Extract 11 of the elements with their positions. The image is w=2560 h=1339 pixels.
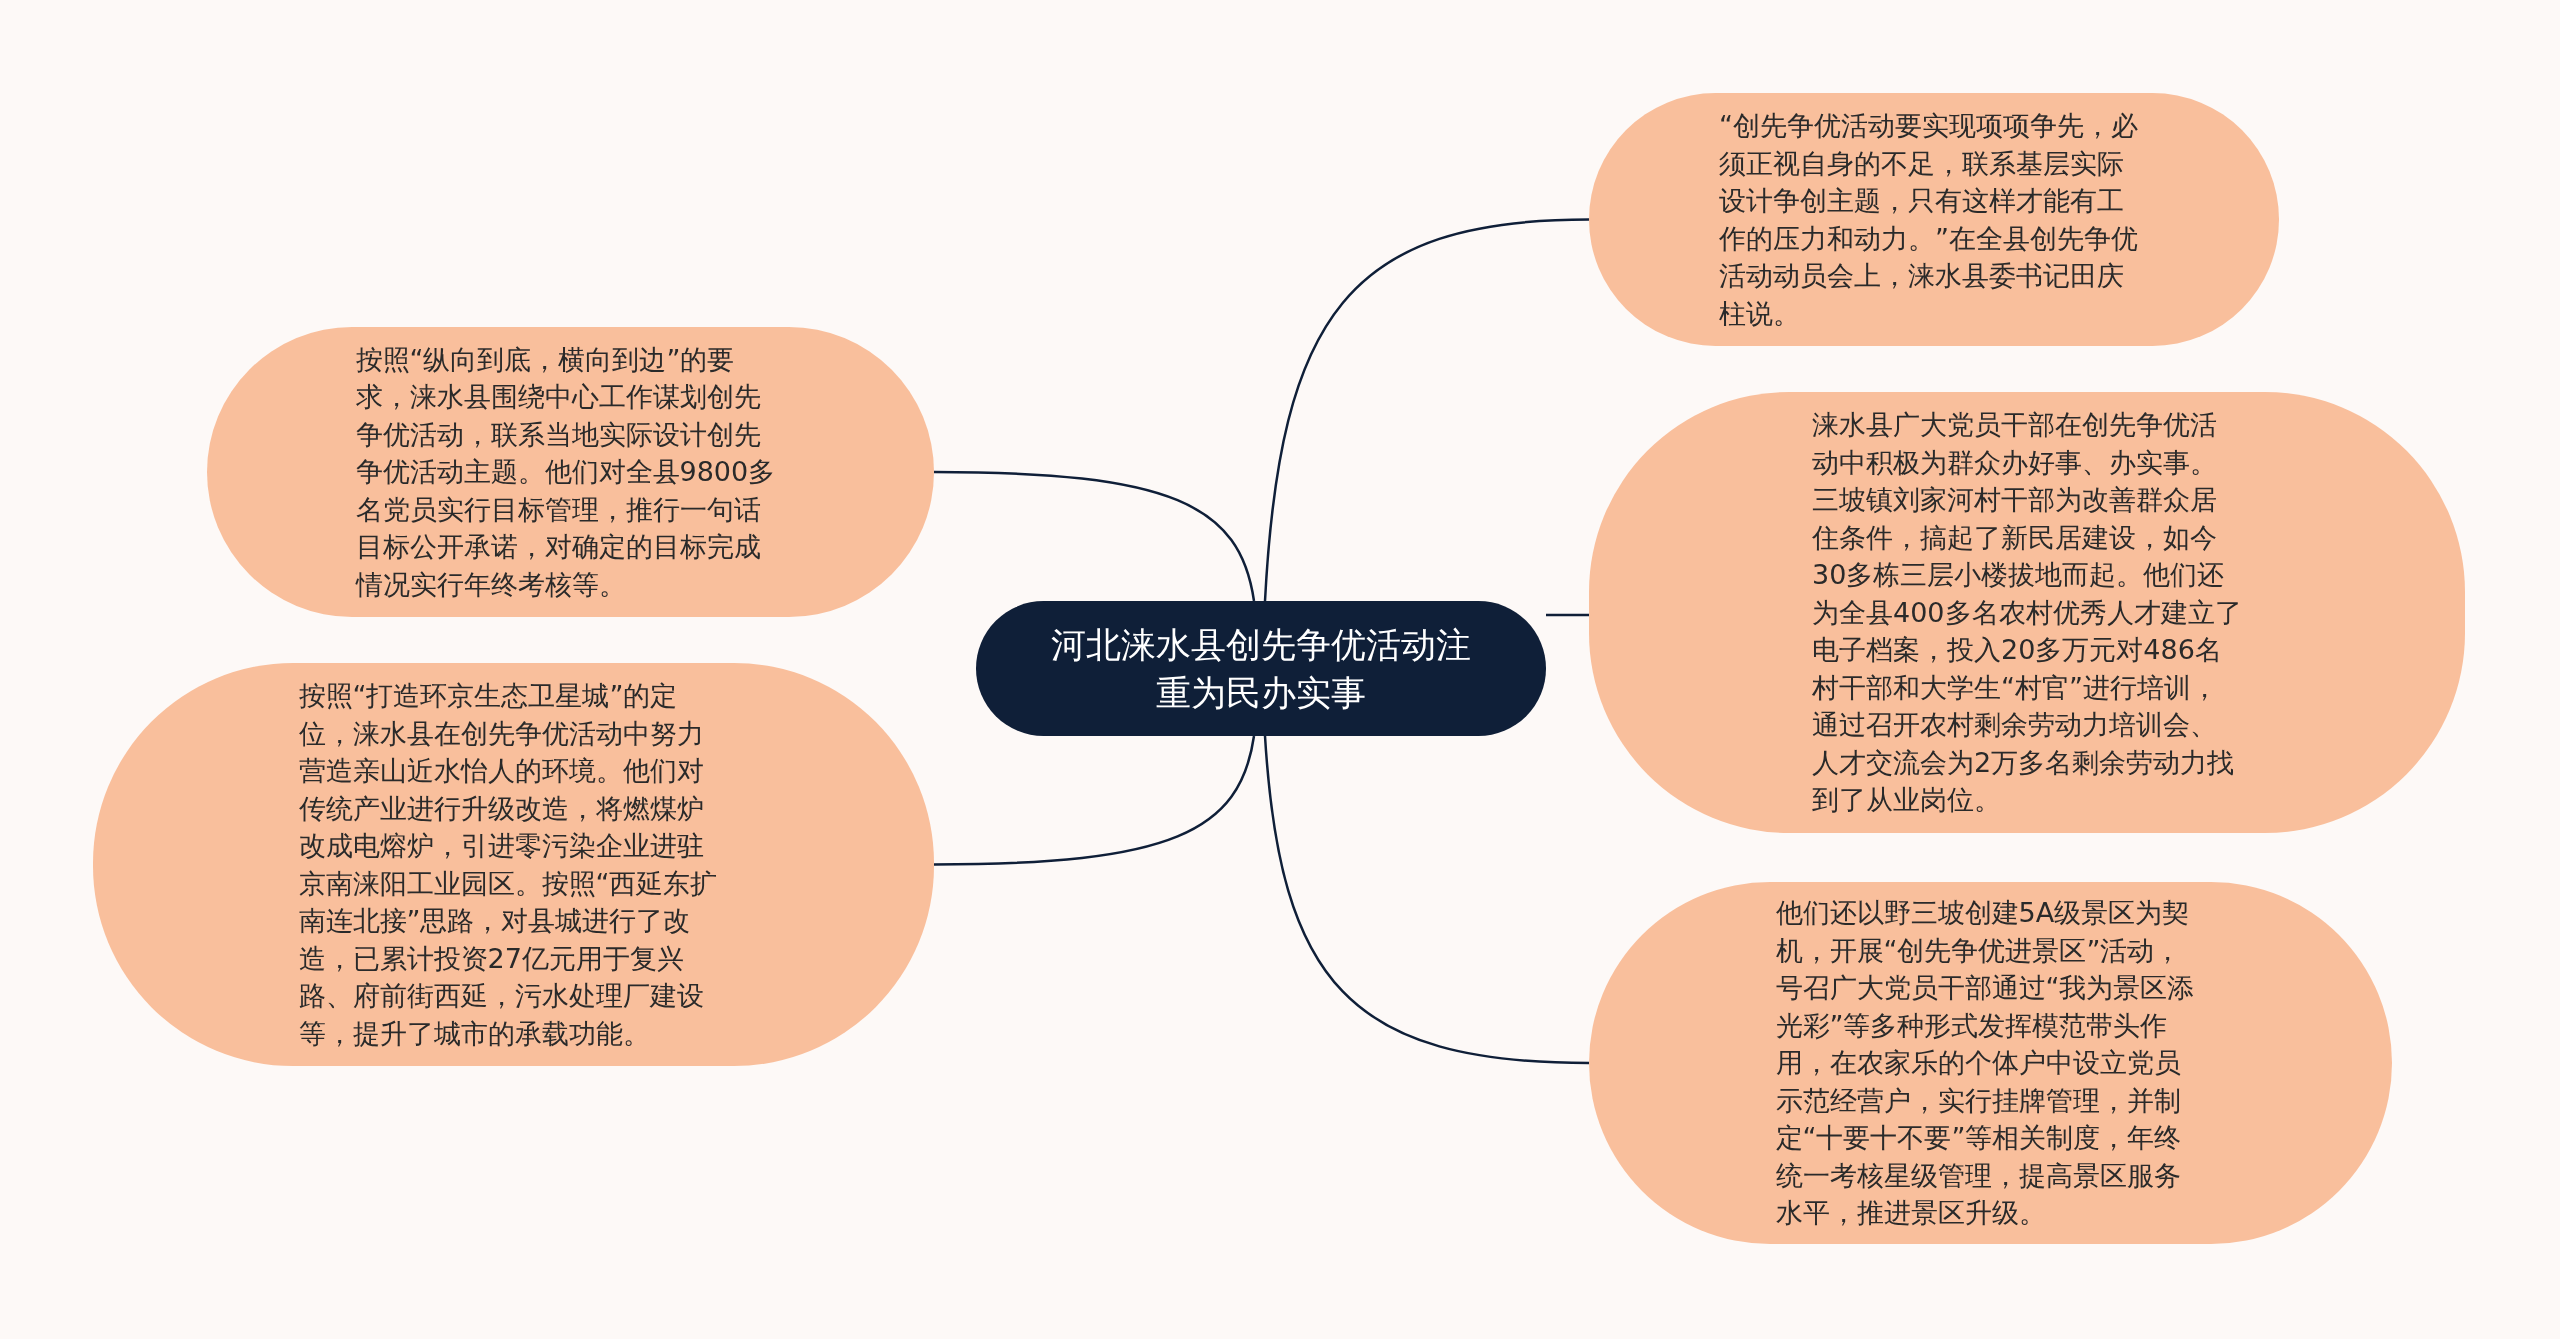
connector-line [1263,218,1590,602]
connector-line [934,735,1256,866]
subtopic-text: 涞水县广大党员干部在创先争优活动中积极为群众办好事、办实事。三坡镇刘家河村干部为改善群众居住条件，搞起了新民居建设，如今30多栋三层小楼拔地而起。他们还为全县400多名农村优秀人才建立了电子档案，投入20多万元对486名村干部和大学生“村官”进行培训，通过召开农村剩余劳动力培训会、人才交流会为2万多名剩余劳动力找到了从业岗位。 [1812,408,2242,818]
subtopic-text: “创先争优活动要实现项项争先，必须正视自身的不足，联系基层实际设计争创主题，只有这样才能有工作的压力和动力。”在全县创先争优活动动员会上，涞水县委书记田庆柱说。 [1719,109,2139,331]
connector-line [1546,613,1589,617]
subtopic-text: 他们还以野三坡创建5A级景区为契机，开展“创先争优进景区”活动，号召广大党员干部通过“我为景区添光彩”等多种形式发挥模范带头作用，在农家乐的个体户中设立党员示范经营户，实行挂牌管理，并制定“十要十不要”等相关制度，年终统一考核星级管理，提高景区服务水平，推进景区升级。 [1775,896,2196,1231]
connector-line [934,470,1256,602]
subtopic-text: 按照“纵向到底，横向到边”的要求，涞水县围绕中心工作谋划创先争优活动，联系当地实际设计创先争优活动主题。他们对全县9800多名党员实行目标管理，推行一句话目标公开承诺，对确定的目标完成情况实行年终考核等。 [355,342,777,602]
subtopic-text: 按照“打造环京生态卫星城”的定位，涞水县在创先争优活动中努力营造亲山近水怡人的环境。他们对传统产业进行升级改造，将燃煤炉改成电熔炉，引进零污染企业进驻京南涞阳工业园区。按照“西延东扩南连北接”思路，对县城进行了改造，已累计投资27亿元用于复兴路、府前街西延，污水处理厂建设等，提升了城市的承载功能。 [298,679,719,1051]
topic-text: 河北涞水县创先争优活动注重为民办实事 [1050,623,1472,715]
connector-line [1263,735,1590,1065]
